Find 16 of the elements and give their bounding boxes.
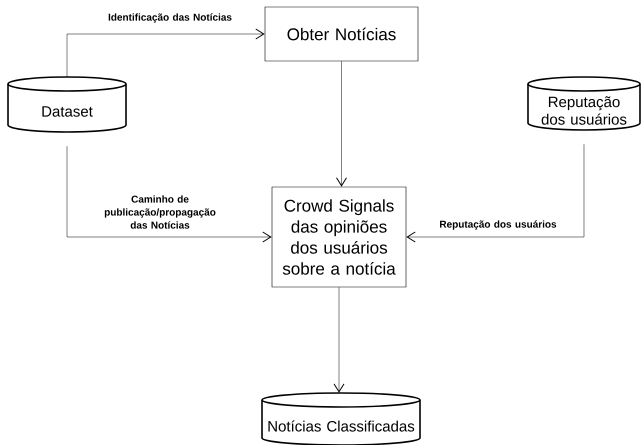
node-label: Reputação dos usuários bbox=[542, 96, 626, 125]
process-box: Obter Notícias bbox=[264, 6, 418, 62]
arrow bbox=[336, 61, 347, 187]
node-label: Dataset bbox=[42, 106, 93, 117]
database-cylinder: Notícias Classificadas bbox=[261, 392, 421, 445]
edge-label: Caminho de publicação/propagação das Notícias bbox=[104, 195, 216, 229]
node-label: Notícias Classificadas bbox=[268, 420, 414, 432]
edge-label: Reputação dos usuários bbox=[440, 220, 556, 230]
database-cylinder: Reputação dos usuários bbox=[527, 76, 641, 131]
database-cylinder: Dataset bbox=[7, 76, 127, 133]
arrow bbox=[406, 144, 584, 242]
arrow bbox=[66, 28, 265, 78]
process-box: Crowd Signals das opiniões dos usuários sobre a notícia bbox=[272, 186, 406, 288]
edge-label: Identificação das Notícias bbox=[108, 13, 232, 23]
arrow bbox=[66, 146, 272, 242]
arrow bbox=[334, 287, 344, 393]
